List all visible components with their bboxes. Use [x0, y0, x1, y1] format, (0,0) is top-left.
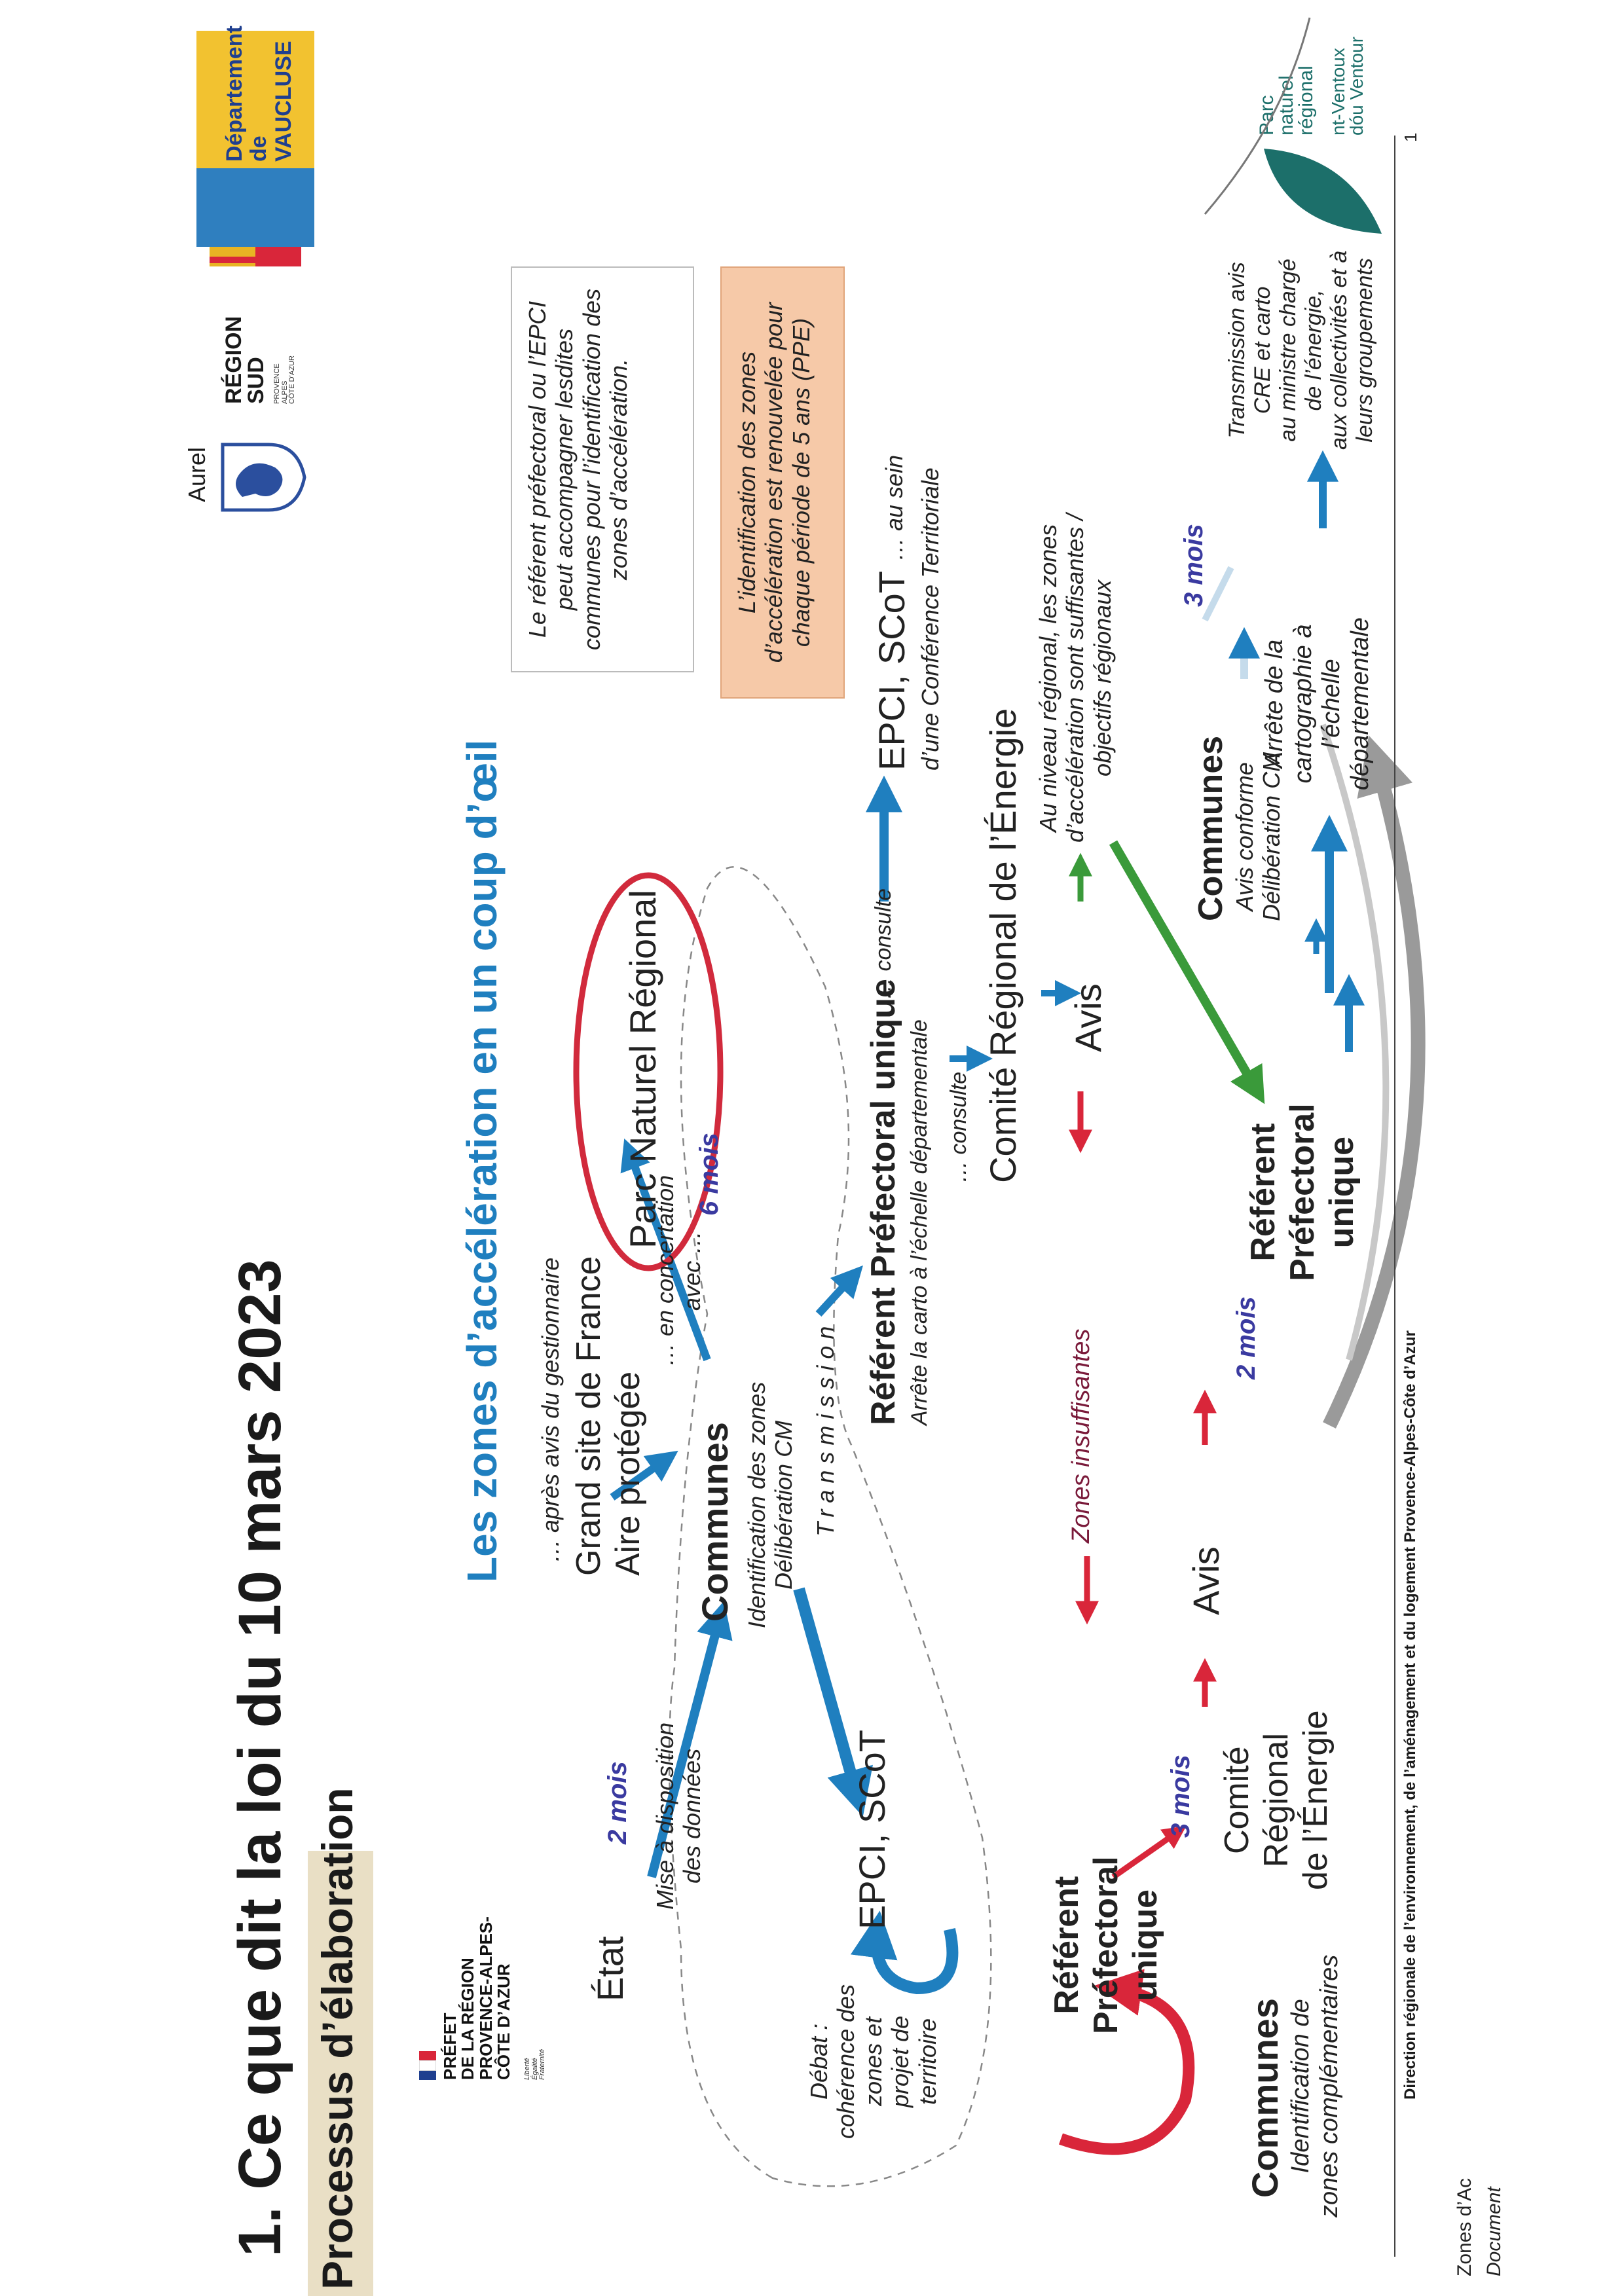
node-transmission: Transmission — [812, 1319, 839, 1537]
parc-swoosh — [1204, 17, 1311, 215]
arrow-communes-parc — [620, 1139, 711, 1362]
delay-2mois-a: 2 mois — [603, 1761, 632, 1844]
info-box-referent-text: Le référent préfectoral ou l’EPCI peut a… — [524, 288, 633, 651]
node-grand-site: Grand site de France Aire protégée — [570, 1256, 647, 1576]
node-referent1-sub: Arrête la carto à l’échelle départementa… — [907, 1019, 932, 1425]
arrow-transmission-referent — [815, 1265, 863, 1317]
footer-page-number: 1 — [1401, 132, 1420, 142]
diagram-title: Les zones d’accélération en un coup d’œi… — [458, 739, 506, 1582]
node-epci2: EPCI, SCoT — [871, 571, 912, 771]
footer-zones-cut: Zones d’Ac — [1454, 2178, 1475, 2276]
info-box-ppe-text: L’identification des zones d’accélératio… — [733, 302, 815, 663]
aurel-logo: Aurel — [183, 424, 314, 528]
info-box-ppe: L’identification des zones d’accélératio… — [720, 266, 845, 699]
node-epci1: EPCI, SCoT — [851, 1730, 893, 1929]
arrow-green-regional-referent — [1109, 840, 1265, 1104]
parc-leaf-icon — [1264, 149, 1382, 234]
node-communes1-sub: Identification des zones Délibération CM — [743, 1381, 798, 1628]
node-niveau-regional: Au niveau régional, les zones d’accéléra… — [1035, 513, 1116, 843]
node-transmission-avis: Transmission avis CRE et carto au minist… — [1225, 250, 1378, 450]
node-zones-insuffisantes: Zones insuffisantes — [1067, 1328, 1095, 1543]
info-box-referent: Le référent préfectoral ou l’EPCI peut a… — [511, 266, 694, 672]
node-referent3: Référent Préfectoral unique — [1244, 1103, 1361, 1281]
arrow-gsf-communes — [610, 1450, 678, 1501]
node-communes1: Communes — [694, 1422, 735, 1622]
node-epci2-suffix: … au sein — [881, 454, 908, 561]
node-referent1: Référent Préfectoral unique — [864, 979, 902, 1425]
node-consulte1: … consulte — [871, 888, 896, 1000]
arrow-referent2-comite2 — [1111, 1825, 1187, 1880]
node-comite2: Comité Régional de l’Énergie — [1218, 1710, 1335, 1890]
node-avis2: Avis — [1185, 1546, 1227, 1615]
delay-3mois-a: 3 mois — [1166, 1755, 1195, 1838]
arrow-etat-communes — [647, 1601, 733, 1878]
node-etat: État — [589, 1936, 631, 2001]
red-loop-arrow — [1058, 1969, 1195, 2155]
footer-direction: Direction régionale de l’environnement, … — [1401, 1330, 1419, 2100]
delay-2mois-b: 2 mois — [1232, 1296, 1261, 1379]
epci-loop-arrow — [850, 1910, 959, 1995]
delay-6mois: 6 mois — [695, 1133, 724, 1216]
node-communes2: Communes — [1244, 1998, 1285, 2198]
node-apres-avis: … après avis du gestionnaire — [537, 1257, 564, 1563]
node-mise-dispo: Mise à disposition des données — [652, 1722, 706, 1910]
concertation-dashed-outline — [668, 866, 992, 2187]
node-parc-naturel: Parc Naturel Régional — [622, 890, 663, 1248]
node-consulte2: … consulte — [946, 1071, 971, 1183]
node-communes3: Communes — [1192, 735, 1230, 921]
node-comite1: Comité Régional de l’Énergie — [982, 708, 1024, 1183]
node-referent2: Référent Préfectoral unique — [1048, 1856, 1164, 2034]
node-communes2-sub: Identification de zones complémentaires — [1287, 1954, 1343, 2217]
parc-ellipse — [573, 872, 724, 1271]
delay-3mois-b: 3 mois — [1179, 524, 1208, 607]
node-avis1: Avis — [1067, 983, 1109, 1052]
parc-logo: Parc naturel régional nt-Ventoux dóu Ven… — [1231, 24, 1388, 240]
arrow-3mois-light-2 — [1202, 566, 1234, 622]
arrow-communes-epci — [793, 1587, 873, 1817]
footer-document-cut: Document — [1483, 2187, 1505, 2276]
node-debat: Débat : cohérence des zones et projet de… — [805, 1984, 941, 2139]
aurel-shield-icon — [221, 443, 306, 512]
gray-sweep-arrow — [1323, 735, 1426, 1429]
gray-sweep-arrow-2 — [1320, 723, 1390, 1361]
node-conf-territoriale: d’une Conférence Territoriale — [917, 467, 944, 771]
node-arrete: Arrête de la cartographie à l’échelle dé… — [1261, 617, 1375, 790]
